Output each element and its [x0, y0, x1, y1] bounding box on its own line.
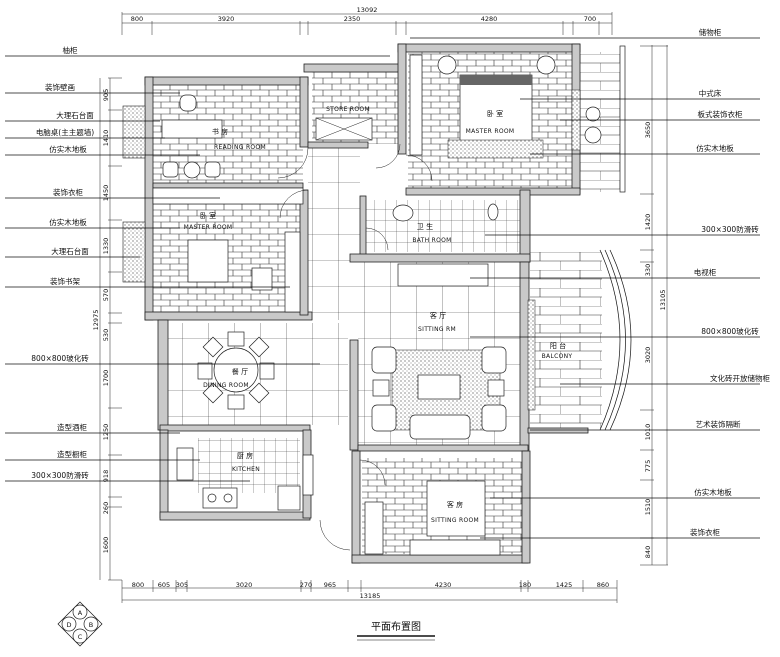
- dim-bottom-0: 800: [132, 581, 144, 589]
- right-leader-labels: 储物柜 中式床 板式装饰衣柜 仿实木地板 300×300防滑砖 电视柜 800×…: [410, 27, 770, 539]
- compass-index-symbol: A B C D: [57, 601, 103, 647]
- left-label-8: 装饰书架: [50, 276, 80, 286]
- room-reading-en: READING ROOM: [214, 144, 266, 151]
- room-bath-en: BATH ROOM: [412, 237, 451, 244]
- left-label-3: 电脑桌(主主题墙): [36, 127, 94, 137]
- right-label-6: 800×800玻化砖: [701, 326, 759, 336]
- room-dining-cn: 餐 厅: [232, 367, 248, 376]
- dim-bottom-6: 4230: [435, 581, 452, 589]
- right-label-0: 储物柜: [699, 27, 722, 37]
- left-label-7: 大理石台面: [51, 246, 89, 256]
- room-kitchen-en: KITCHEN: [232, 466, 260, 473]
- dim-right-2: 330: [644, 264, 652, 276]
- left-label-6: 仿实木地板: [49, 217, 87, 227]
- drawing-title-text: 平面布置图: [371, 621, 421, 633]
- left-label-4: 仿实木地板: [49, 144, 87, 154]
- dim-top-1: 3920: [218, 15, 235, 23]
- right-label-1: 中式床: [699, 88, 722, 98]
- furniture: [152, 54, 602, 556]
- left-label-9: 800×800玻化砖: [31, 353, 89, 363]
- room-sitting-room-cn: 客 房: [447, 500, 463, 509]
- room-master-right-cn: 卧 室: [487, 109, 503, 118]
- dim-bottom-1: 605: [158, 581, 170, 589]
- left-label-10: 造型酒柜: [57, 422, 87, 432]
- dim-top-2: 2350: [344, 15, 361, 23]
- dim-left-10: 1600: [102, 537, 110, 554]
- dim-right-4: 1010: [644, 424, 652, 441]
- room-bath-cn: 卫 生: [417, 222, 433, 231]
- dim-bottom-8: 1425: [556, 581, 573, 589]
- dim-left-0: 905: [102, 89, 110, 101]
- dim-bottom-2: 305: [176, 581, 188, 589]
- room-master-right-en: MASTER ROOM: [466, 128, 515, 135]
- dim-left-9: 260: [102, 502, 110, 514]
- dim-right-1: 1420: [644, 214, 652, 231]
- dim-right-total: 13105: [659, 290, 667, 311]
- bottom-dimensions: 800 605 305 3020 270 965 4230 180 1425 8…: [121, 580, 618, 603]
- left-label-11: 造型橱柜: [57, 449, 87, 459]
- dim-left-3: 1330: [102, 238, 110, 255]
- dim-bottom-total: 13185: [360, 592, 381, 600]
- compass-b: B: [89, 621, 93, 629]
- left-label-12: 300×300防滑砖: [31, 470, 89, 480]
- dim-left-6: 1700: [102, 370, 110, 387]
- floors: [153, 52, 620, 554]
- dim-right-0: 3650: [644, 122, 652, 139]
- room-sitting-room-en: SITTING ROOM: [431, 517, 479, 524]
- room-balcony-en: BALCONY: [542, 353, 573, 360]
- room-labels: 书 房 READING ROOM 卧 室 MASTER ROOM STORE R…: [184, 106, 573, 524]
- dim-left-7: 1250: [102, 424, 110, 441]
- dim-right-5: 775: [644, 460, 652, 472]
- compass-c: C: [78, 633, 83, 641]
- dim-right-3: 3020: [644, 347, 652, 364]
- dim-left-5: 530: [102, 329, 110, 341]
- room-balcony-cn: 阳 台: [550, 341, 566, 350]
- compass-d: D: [66, 621, 71, 629]
- left-leader-labels: 柚柜 装饰壁画 大理石台面 电脑桌(主主题墙) 仿实木地板 装饰衣柜 仿实木地板…: [5, 45, 390, 482]
- dim-bottom-9: 860: [597, 581, 609, 589]
- right-label-9: 仿实木地板: [694, 487, 732, 497]
- left-label-0: 柚柜: [63, 45, 78, 55]
- room-dining-en: DINING ROOM: [203, 382, 249, 389]
- room-kitchen-cn: 厨 房: [237, 451, 253, 460]
- dim-right-7: 840: [644, 546, 652, 558]
- top-dimensions: 13092 800 3920 2350 4280 700: [121, 6, 613, 35]
- room-reading-cn: 书 房: [212, 127, 228, 136]
- dim-top-3: 4280: [481, 15, 498, 23]
- room-sitting-en: SITTING RM: [418, 326, 456, 333]
- right-label-7: 文化砖开放储物柜: [710, 373, 770, 383]
- right-label-3: 仿实木地板: [696, 143, 734, 153]
- dim-bottom-4: 270: [300, 581, 312, 589]
- left-label-1: 装饰壁画: [45, 82, 75, 92]
- dim-bottom-7: 180: [519, 581, 531, 589]
- dim-left-total: 12975: [92, 310, 100, 331]
- right-label-4: 300×300防滑砖: [701, 224, 759, 234]
- right-label-10: 装饰衣柜: [690, 527, 720, 537]
- drawing-title: 平面布置图: [357, 621, 435, 641]
- dim-top-total: 13092: [357, 6, 378, 14]
- room-store-en: STORE ROOM: [326, 106, 370, 113]
- dim-left-2: 1450: [102, 185, 110, 202]
- compass-a: A: [78, 609, 83, 617]
- dim-left-8: 918: [102, 470, 110, 482]
- right-dimensions: 3650 1420 330 3020 1010 775 1510 840 131…: [640, 45, 668, 566]
- dim-top-4: 700: [584, 15, 596, 23]
- right-label-2: 板式装饰衣柜: [698, 109, 743, 119]
- room-master-left-cn: 卧 室: [200, 211, 216, 220]
- dim-right-6: 1510: [644, 499, 652, 516]
- dim-left-4: 570: [102, 289, 110, 301]
- right-label-8: 艺术装饰隔断: [696, 419, 741, 429]
- right-label-5: 电视柜: [694, 267, 717, 277]
- left-label-2: 大理石台面: [56, 110, 94, 120]
- dim-bottom-3: 3020: [236, 581, 253, 589]
- dim-bottom-5: 965: [324, 581, 336, 589]
- left-dimensions: 905 1410 1450 1330 570 530 1700 1250 918…: [92, 77, 122, 581]
- left-label-5: 装饰衣柜: [53, 187, 83, 197]
- room-master-left-en: MASTER ROOM: [184, 224, 233, 231]
- room-sitting-cn: 客 厅: [430, 311, 446, 320]
- dim-top-0: 800: [131, 15, 143, 23]
